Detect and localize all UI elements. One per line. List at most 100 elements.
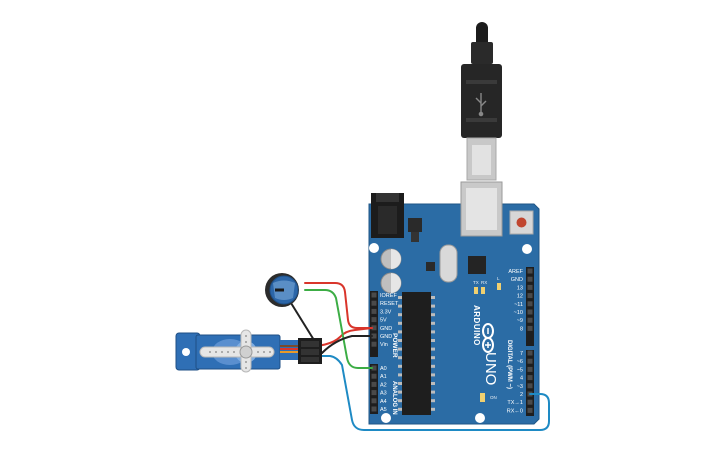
header-pin[interactable]: [527, 383, 533, 389]
pin-label: A5: [380, 407, 387, 413]
pin-label: 4: [520, 376, 523, 382]
chip-leg: [431, 373, 435, 377]
power-header-label: POWER: [391, 333, 398, 358]
pin-label: 5V: [380, 318, 387, 324]
digital-header-lower: [526, 350, 534, 416]
header-pin[interactable]: [527, 358, 533, 364]
pin-label: TX→1: [507, 400, 523, 406]
mounting-hole: [475, 413, 485, 423]
header-pin[interactable]: [527, 301, 533, 307]
chip-leg: [431, 399, 435, 403]
usb-strain-relief: [471, 42, 493, 64]
pin-label: 8: [520, 326, 523, 332]
header-pin[interactable]: [527, 325, 533, 331]
header-pin[interactable]: [371, 300, 377, 306]
pin-label: A1: [380, 374, 387, 380]
pin-label: RESET: [380, 301, 399, 307]
header-pin[interactable]: [371, 365, 377, 371]
chip-leg: [398, 382, 402, 385]
chip-leg: [431, 321, 435, 325]
header-pin[interactable]: [527, 350, 533, 356]
mounting-hole: [369, 243, 379, 253]
header-pin[interactable]: [371, 373, 377, 379]
digital-header-label: DIGITAL (PWM ~): [506, 340, 512, 389]
header-pin[interactable]: [371, 317, 377, 323]
pin-label: IOREF: [380, 293, 397, 299]
chip-leg: [431, 390, 435, 394]
chip-leg: [398, 399, 402, 403]
chip-leg: [398, 347, 402, 351]
header-pin[interactable]: [527, 407, 533, 413]
chip-leg: [398, 407, 402, 411]
wire-gnd-to-board[interactable]: [321, 335, 373, 354]
chip-leg: [431, 304, 435, 308]
pin-label: RX←0: [507, 408, 523, 414]
header-pin[interactable]: [527, 309, 533, 315]
header-pin[interactable]: [527, 293, 533, 299]
pin-label: ~6: [517, 359, 523, 365]
chip-leg: [431, 313, 435, 317]
pin-label: 12: [517, 294, 523, 300]
usb-cable-wire: [476, 22, 488, 48]
chip-leg: [431, 347, 435, 351]
header-pin[interactable]: [527, 366, 533, 372]
pin-label: 7: [520, 351, 523, 357]
header-pin[interactable]: [371, 390, 377, 396]
header-pin[interactable]: [527, 317, 533, 323]
arduino-uno-board[interactable]: TX RX L ON ARDUINO UNO POWER ANALOG IN D…: [368, 181, 540, 425]
header-pin[interactable]: [371, 406, 377, 412]
voltage-regulator: [408, 218, 422, 232]
header-pin[interactable]: [371, 292, 377, 298]
pin-label: A0: [380, 366, 387, 372]
header-pin[interactable]: [371, 381, 377, 387]
pin-label: 2: [520, 392, 523, 398]
chip-leg: [431, 339, 435, 342]
pin-label: A3: [380, 391, 387, 397]
pin-label: ~10: [514, 310, 523, 316]
atmega-chip: [398, 292, 435, 415]
wire-a0-to-potentiometer[interactable]: [304, 289, 373, 369]
pin-label: A2: [380, 382, 387, 388]
chip-leg: [398, 373, 402, 377]
rx-led: [481, 287, 485, 294]
header-pin[interactable]: [371, 341, 377, 347]
pin-label: ~11: [514, 302, 523, 308]
micro-servo[interactable]: [175, 329, 322, 373]
pin-label: ~9: [517, 318, 523, 324]
chip-leg: [398, 330, 402, 334]
header-pin[interactable]: [527, 375, 533, 381]
header-pin[interactable]: [371, 398, 377, 404]
chip-leg: [431, 296, 435, 299]
chip-leg: [398, 321, 402, 325]
chip-leg: [398, 390, 402, 394]
servo-horn[interactable]: [199, 329, 275, 373]
header-pin[interactable]: [371, 333, 377, 339]
digital-header-upper: [526, 267, 534, 346]
pin-label: Vin: [380, 342, 388, 348]
wire-pin2-to-servo[interactable]: [299, 355, 550, 431]
chip-leg: [398, 356, 402, 360]
pin-label: GND: [511, 277, 523, 283]
mounting-hole: [522, 244, 532, 254]
tx-label: TX: [473, 280, 479, 285]
usb-cable[interactable]: [461, 22, 502, 181]
chip-leg: [398, 296, 402, 299]
l-led: [497, 283, 501, 290]
usb-interface-chip: [468, 256, 486, 274]
header-pin[interactable]: [527, 284, 533, 290]
wire-5v-to-potentiometer[interactable]: [304, 282, 373, 329]
header-pin[interactable]: [527, 276, 533, 282]
power-header: [370, 291, 378, 357]
header-pin[interactable]: [527, 268, 533, 274]
l-label: L: [497, 276, 500, 281]
header-pin[interactable]: [371, 325, 377, 331]
chip-leg: [398, 313, 402, 317]
header-pin[interactable]: [527, 399, 533, 405]
chip-leg: [398, 339, 402, 342]
crystal-oscillator: [439, 244, 458, 283]
capacitor: [380, 248, 402, 270]
potentiometer[interactable]: [265, 273, 299, 307]
header-pin[interactable]: [371, 308, 377, 314]
on-led-label: ON: [490, 395, 497, 400]
